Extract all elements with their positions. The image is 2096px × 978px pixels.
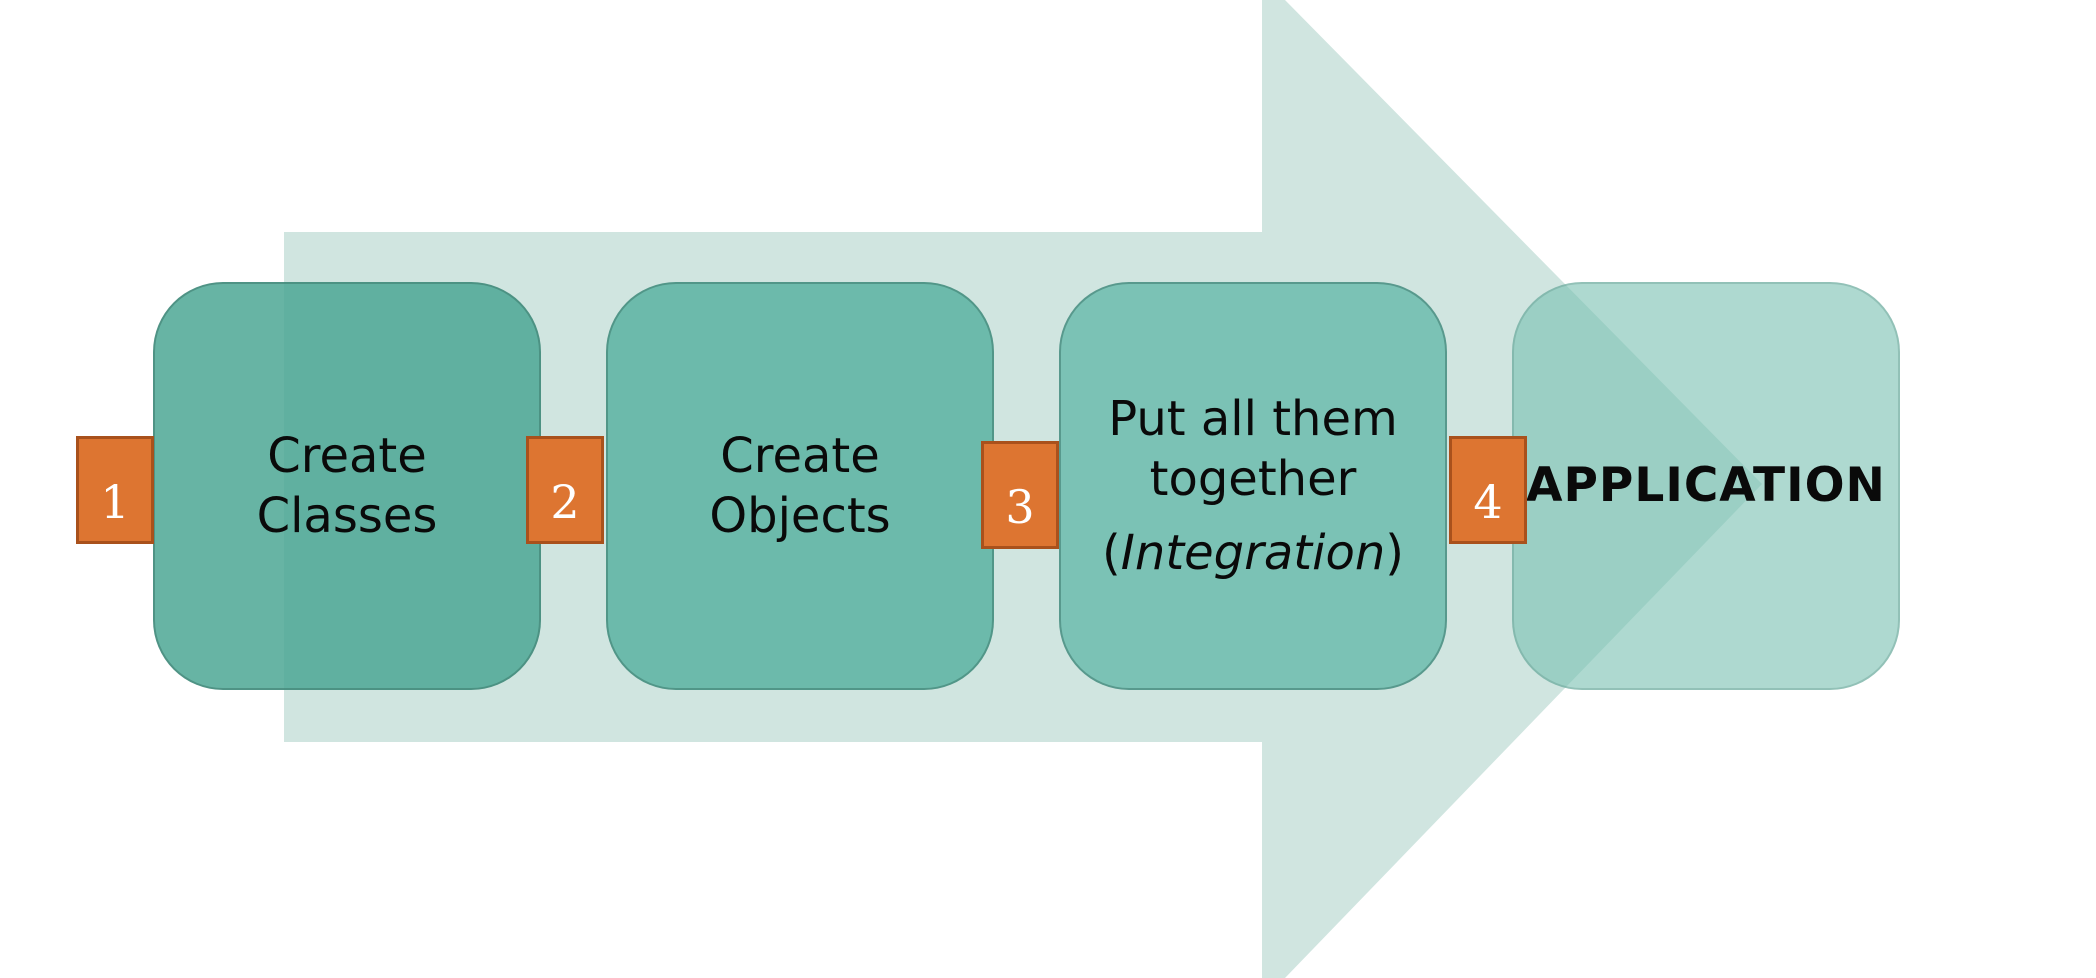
step-label-line: together	[1149, 451, 1357, 507]
step-number-badge-2: 2	[526, 436, 604, 544]
step-label-line: Create	[267, 428, 427, 484]
step-box-create-classes: Create Classes	[153, 282, 541, 690]
step-label-integration: (Integration)	[1102, 523, 1404, 583]
step-box-integration: Put all them together (Integration)	[1059, 282, 1447, 690]
step-label-line: APPLICATION	[1526, 458, 1886, 513]
step-label-line: Put all them	[1108, 391, 1398, 447]
step-number-badge-4: 4	[1449, 436, 1527, 544]
step-number-badge-1: 1	[76, 436, 154, 544]
step-label-line: Create	[720, 428, 880, 484]
step-box-create-objects: Create Objects	[606, 282, 994, 690]
step-box-application: APPLICATION	[1512, 282, 1900, 690]
step-label-line: Objects	[709, 488, 891, 544]
step-label-line: Classes	[256, 488, 438, 544]
step-number-badge-3: 3	[981, 441, 1059, 549]
paren-close: )	[1385, 525, 1404, 581]
integration-text: Integration	[1120, 525, 1386, 581]
paren-open: (	[1102, 525, 1121, 581]
